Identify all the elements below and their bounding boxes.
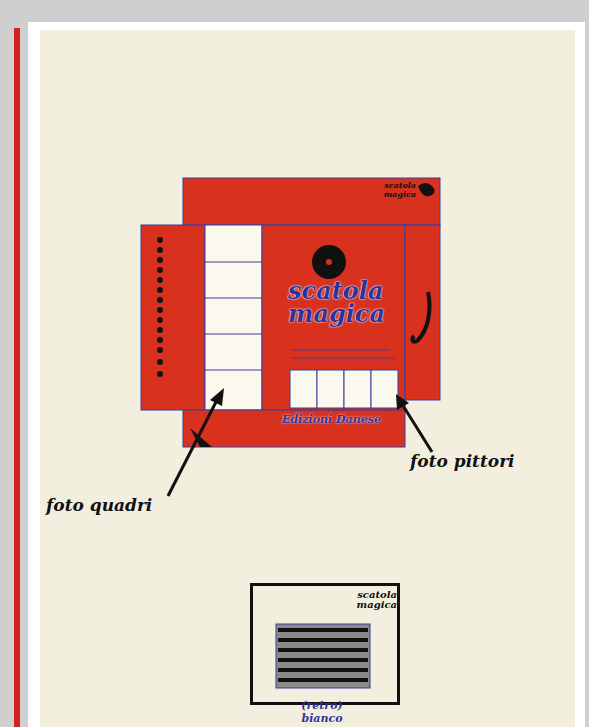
front-panel: scatola magicaEdizioni Danese <box>266 276 402 436</box>
photo-note: foto pittori <box>410 452 550 472</box>
side-rule <box>14 28 20 727</box>
flap-label: scatola magica <box>352 181 416 199</box>
dieline <box>141 178 440 447</box>
back-panel: scatola magica <box>250 583 400 705</box>
photo-note: foto quadri <box>46 496 176 516</box>
product-name: scatola magica <box>323 590 397 610</box>
product-name: scatola magica <box>288 280 400 326</box>
publisher-name: Edizioni Danese <box>282 414 400 426</box>
back-note: (retro) bianco <box>288 700 356 725</box>
leader-arrows <box>168 388 432 496</box>
back-sketch <box>276 624 370 688</box>
frame <box>28 22 585 727</box>
paper <box>40 30 575 727</box>
